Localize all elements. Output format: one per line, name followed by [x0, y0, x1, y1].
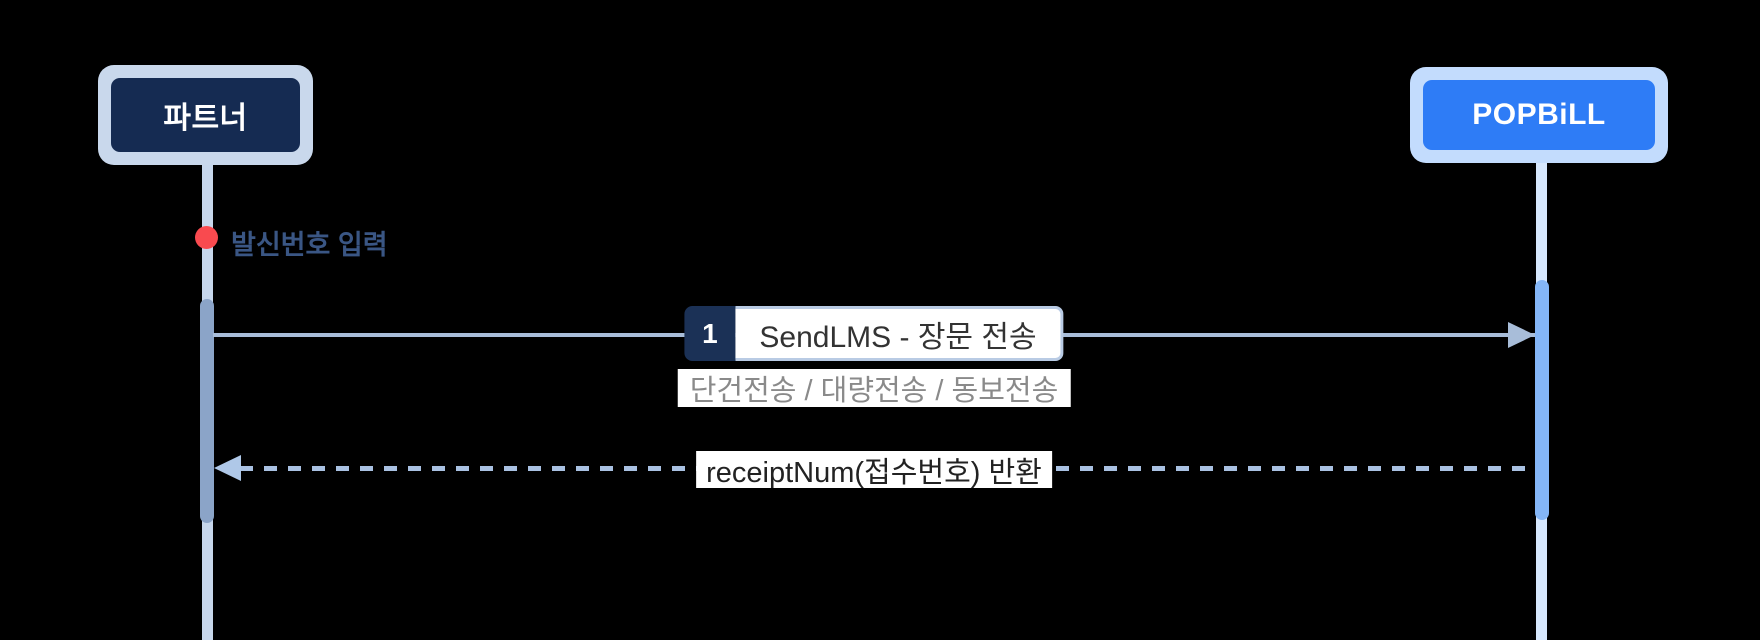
send-message-sublabel: 단건전송 / 대량전송 / 동보전송: [677, 369, 1071, 407]
event-label: 발신번호 입력: [231, 230, 388, 260]
send-message-label: 1 SendLMS - 장문 전송: [684, 306, 1064, 361]
actor-partner-label: 파트너: [111, 78, 300, 152]
return-arrowhead-left-icon: [214, 455, 241, 481]
actor-partner: 파트너: [98, 65, 313, 165]
send-arrowhead-right-icon: [1508, 322, 1535, 348]
return-message-label: receiptNum(접수번호) 반환: [696, 451, 1052, 489]
activation-bar-partner: [200, 299, 214, 523]
actor-popbill-label: POPBiLL: [1423, 80, 1655, 150]
step-number-badge: 1: [684, 306, 736, 361]
activation-bar-popbill: [1535, 280, 1549, 520]
event-marker-dot-icon: [195, 226, 218, 249]
actor-popbill: POPBiLL: [1410, 67, 1668, 163]
send-message-title: SendLMS - 장문 전송: [735, 306, 1064, 361]
